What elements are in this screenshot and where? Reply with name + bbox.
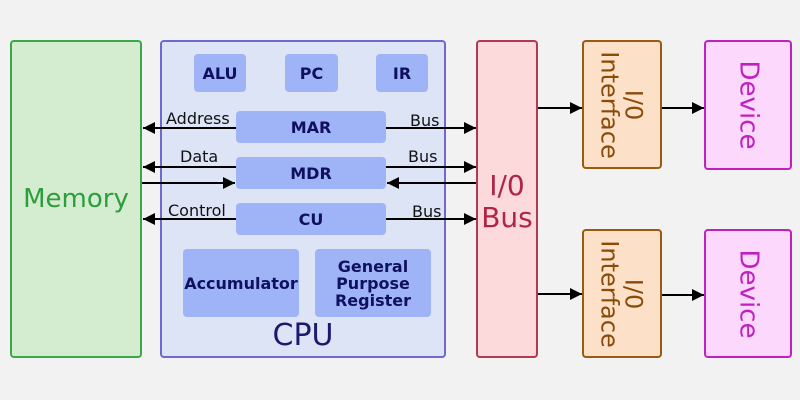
bus-label-control: Bus [412, 202, 442, 221]
bus-label-data: Bus [408, 147, 438, 166]
pc-label: PC [299, 63, 324, 83]
gpr-label: General Purpose Register [334, 256, 412, 310]
bus-label-address: Bus [410, 111, 440, 130]
address-label: Address [166, 109, 230, 128]
alu-box: ALU [194, 54, 246, 92]
control-label: Control [168, 201, 226, 220]
device-1: Device [704, 40, 792, 170]
cu-label: CU [298, 209, 324, 229]
mdr-box: MDR [236, 157, 386, 189]
io-interface-1: I/0 Interface [582, 40, 662, 169]
mar-box: MAR [236, 111, 386, 143]
gpr-box: General Purpose Register [315, 249, 431, 317]
accumulator-label: Accumulator [184, 273, 298, 293]
io-bus-label-line1: I/0 [489, 169, 525, 202]
io-bus-label: I/0 Bus [476, 170, 538, 234]
memory-label: Memory [23, 184, 129, 214]
mar-label: MAR [290, 117, 332, 137]
io-bus-block [476, 40, 538, 358]
cu-box: CU [236, 203, 386, 235]
device-2: Device [704, 229, 792, 358]
alu-label: ALU [202, 63, 238, 83]
ir-label: IR [392, 63, 412, 83]
io-interface-2: I/0 Interface [582, 229, 662, 358]
accumulator-box: Accumulator [183, 249, 299, 317]
cpu-label: CPU [272, 318, 334, 353]
memory-block: Memory [10, 40, 142, 358]
mdr-label: MDR [290, 163, 332, 183]
pc-box: PC [285, 54, 338, 92]
io-bus-label-line2: Bus [481, 201, 533, 234]
data-label: Data [180, 147, 219, 166]
ir-box: IR [376, 54, 428, 92]
